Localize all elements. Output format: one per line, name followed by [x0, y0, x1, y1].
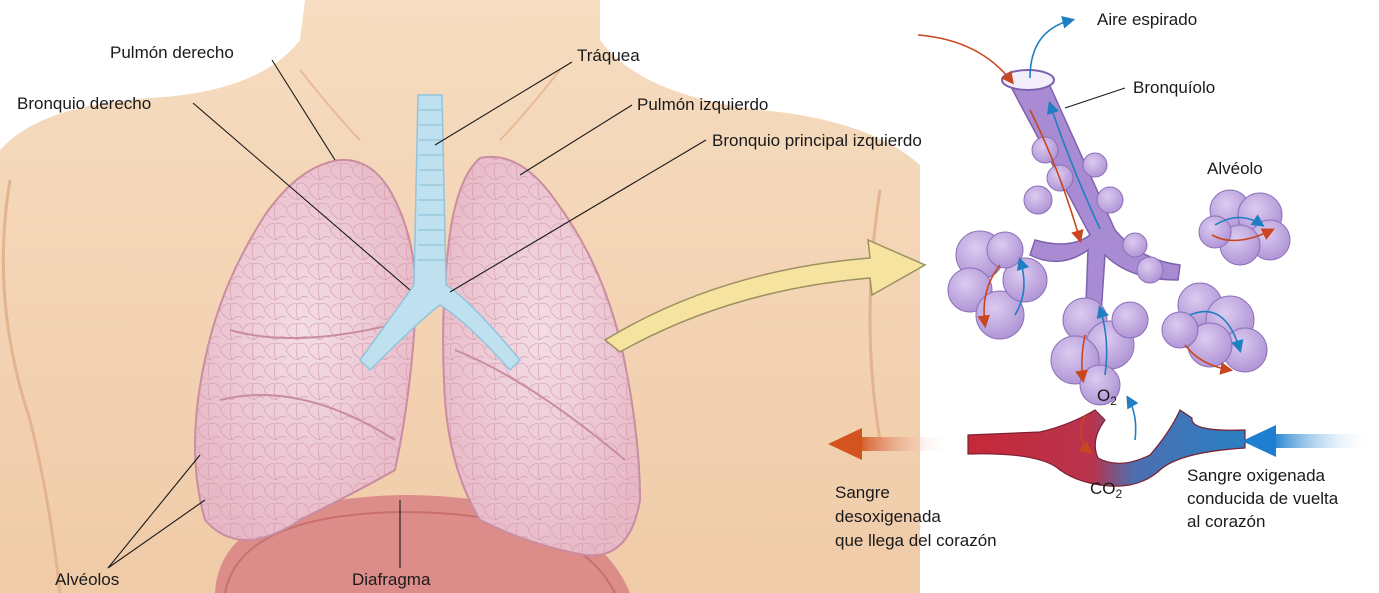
- oxygenated-flow-arrow: [1242, 425, 1372, 457]
- label-right-lung: Pulmón derecho: [110, 42, 234, 63]
- label-alveoli: Alvéolos: [55, 569, 119, 590]
- label-left-main-bronchus: Bronquio principal izquierdo: [712, 130, 922, 151]
- label-right-bronchus: Bronquio derecho: [17, 93, 151, 114]
- label-left-lung: Pulmón izquierdo: [637, 94, 768, 115]
- label-oxygen: O2: [1097, 385, 1117, 412]
- label-bronchiole: Bronquíolo: [1133, 77, 1215, 98]
- label-diaphragm: Diafragma: [352, 569, 430, 590]
- bronchiole-alveoli-cluster: [948, 70, 1290, 405]
- label-oxygenated-blood: Sangre oxigenada conducida de vuelta al …: [1187, 464, 1338, 533]
- label-alveolus: Alvéolo: [1207, 158, 1263, 179]
- label-trachea: Tráquea: [577, 45, 640, 66]
- label-deoxygenated-blood: Sangre desoxigenada que llega del corazó…: [835, 481, 997, 553]
- label-carbon-dioxide: CO2: [1090, 478, 1122, 505]
- label-expired-air: Aire espirado: [1097, 9, 1197, 30]
